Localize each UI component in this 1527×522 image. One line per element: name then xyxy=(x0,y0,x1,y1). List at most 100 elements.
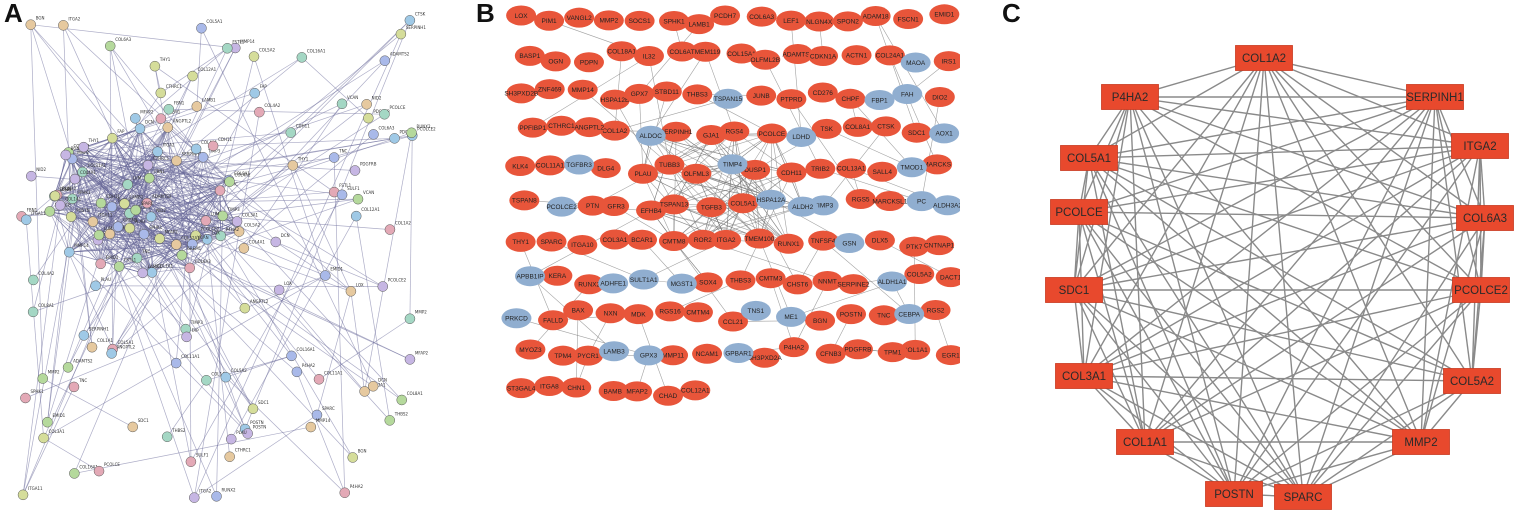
node-label: COL24A1 xyxy=(876,53,905,60)
network-edge xyxy=(1129,96,1482,291)
network-edge xyxy=(72,57,303,200)
network-node: SDC1 xyxy=(127,418,149,433)
node-label: COL1A2 xyxy=(602,128,627,135)
node-label: LUM xyxy=(133,176,142,181)
network-edge xyxy=(673,131,677,241)
hub-gene-node: POSTN xyxy=(1205,481,1263,507)
network-edge xyxy=(1420,145,1481,443)
network-edge xyxy=(1233,380,1473,495)
network-edge xyxy=(1088,96,1436,159)
red-gene-node: KERA xyxy=(542,265,573,286)
node-label: TSK xyxy=(820,126,833,133)
red-gene-node: ANGPTL2 xyxy=(574,117,605,138)
network-node: TNC xyxy=(131,249,151,264)
network-edge xyxy=(166,380,207,437)
red-gene-node: TGFB3 xyxy=(696,197,727,218)
red-gene-node: TSK xyxy=(811,118,842,139)
node-label: ITGA8 xyxy=(540,383,559,390)
network-node: COL4A2 xyxy=(28,271,55,286)
network-node: POSTN xyxy=(65,208,90,223)
node-label: LUM xyxy=(211,212,220,217)
red-gene-node: COL5A1 xyxy=(727,193,758,214)
node-label: TIMP3 xyxy=(814,203,834,210)
network-node: BGN xyxy=(60,146,80,161)
node-label: SOCS1 xyxy=(629,18,651,25)
network-edge xyxy=(193,33,402,498)
node-label: COL12A1 xyxy=(181,236,200,241)
node-label: MMP14 xyxy=(74,243,89,248)
node-label: MMP11 xyxy=(662,353,684,360)
node-label: TSPAN13 xyxy=(660,202,689,209)
network-node: COL12A1 xyxy=(171,236,200,250)
node-label: GREM1 xyxy=(187,246,202,251)
node-label: SERPINH1 xyxy=(406,25,426,30)
network-node: GREM1 xyxy=(155,110,181,124)
blue-gene-node: PC xyxy=(906,191,937,212)
node-label: GJA1 xyxy=(703,132,720,139)
network-node: SULF1 xyxy=(185,453,209,467)
network-edge xyxy=(1302,96,1436,498)
network-node: PLAU xyxy=(124,219,145,234)
node-label: THBS2 xyxy=(171,428,186,433)
network-edge xyxy=(1144,217,1486,443)
network-edge xyxy=(1083,145,1481,377)
blue-gene-node: TNS1 xyxy=(740,300,771,321)
node-label: TPM1 xyxy=(884,349,902,356)
node-label: OLFML2B xyxy=(750,57,780,64)
network-edge xyxy=(771,133,789,244)
network-edge xyxy=(1233,145,1481,495)
red-gene-node: KLK4 xyxy=(505,156,536,177)
network-edge xyxy=(790,20,802,137)
node-label: COL3A1 xyxy=(602,237,627,244)
network-edge xyxy=(146,179,230,204)
node-label: COL5A1 xyxy=(206,19,222,24)
network-node: SPHK1 xyxy=(138,225,163,240)
node-label: PDGFRB xyxy=(844,347,871,354)
node-label: BGN xyxy=(71,146,80,151)
red-gene-node: COL11A1 xyxy=(534,155,565,176)
network-node: ANGPTL2 xyxy=(106,344,136,359)
network-node: CDH11 xyxy=(95,194,121,209)
network-node: COL8A1 xyxy=(27,303,55,318)
network-node: NID2 xyxy=(145,208,166,223)
network-edge xyxy=(127,127,169,185)
hub-gene-node: PCOLCE2 xyxy=(1452,277,1510,303)
node-label: COL1A2 xyxy=(211,371,227,376)
network-edge xyxy=(206,239,231,457)
node-label: RGS5 xyxy=(852,196,870,203)
node-label: TGFBR3 xyxy=(566,162,592,169)
red-gene-node: TSPAN8 xyxy=(509,190,540,211)
network-node: MMP2 xyxy=(404,310,427,324)
network-node: THY1 xyxy=(78,138,100,153)
network-edge xyxy=(195,20,411,236)
network-node: LUM xyxy=(93,226,113,241)
network-node: FAP xyxy=(181,328,199,343)
node-label: CHPF xyxy=(842,96,860,103)
network-edge xyxy=(95,285,383,287)
red-gene-node: MDK xyxy=(623,304,654,325)
network-edge xyxy=(921,96,941,202)
node-label: MFAP2 xyxy=(165,230,179,235)
network-edge xyxy=(1088,157,1473,382)
node-label: COL5A2 xyxy=(907,271,932,278)
node-label: RUNX2 xyxy=(417,124,431,129)
red-gene-node: COL8A1 xyxy=(842,116,873,137)
network-edge xyxy=(673,169,756,205)
node-label: SULF1 xyxy=(347,186,360,191)
network-edge xyxy=(82,171,195,498)
network-node: LOX xyxy=(273,281,292,296)
red-gene-node: NNMT xyxy=(812,270,843,291)
network-node: P4HA2 xyxy=(291,363,316,378)
node-label: PC xyxy=(917,198,926,205)
node-label: MARCKS xyxy=(923,162,951,169)
network-edge xyxy=(1144,145,1481,443)
network-edge xyxy=(135,210,144,273)
node-label: ALDOC xyxy=(640,133,663,140)
node-label: SULF1 xyxy=(59,187,72,192)
node-label: NNMT xyxy=(818,278,837,285)
node-label: CTHRC1 xyxy=(166,84,183,89)
network-edge xyxy=(648,55,670,165)
network-node: COL12A1 xyxy=(350,207,380,222)
node-label: P4HA2 xyxy=(226,227,240,232)
network-edge xyxy=(1088,157,1235,495)
